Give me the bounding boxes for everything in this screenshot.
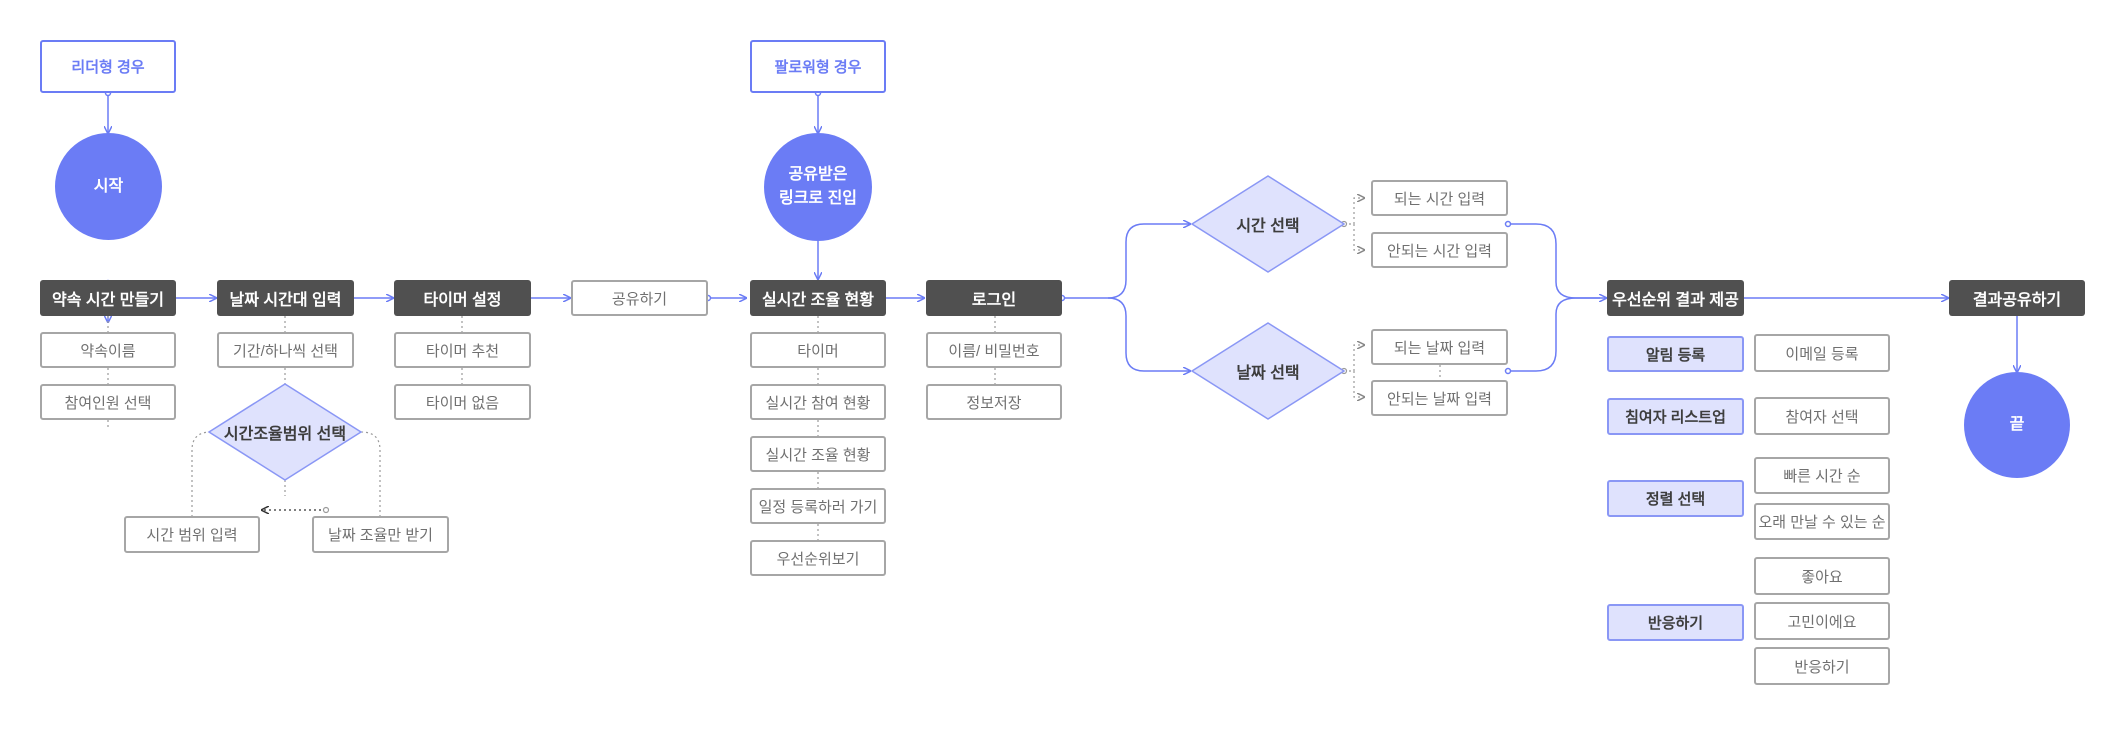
realtime-participation-node: 실시간 참여 현황 (750, 384, 886, 420)
time-select-label: 시간 선택 (1236, 218, 1300, 235)
share-result-node: 결과공유하기 (1949, 280, 2085, 316)
worry-node: 고민이에요 (1754, 602, 1890, 640)
long-meet-node: 오래 만날 수 있는 순 (1754, 503, 1890, 540)
login-node: 로그인 (926, 280, 1062, 316)
participants-select-node: 참여인원 선택 (40, 384, 176, 420)
shared-link-label: 공유받은 링크로 진입 (778, 166, 858, 207)
range-select-label: 시간조율범위 선택 (223, 426, 347, 443)
date-ok-node: 되는 날짜 입력 (1371, 329, 1508, 365)
end-node: 끝 (1964, 372, 2070, 478)
create-appointment-node: 약속 시간 만들기 (40, 280, 176, 316)
participant-list-node: 침여자 리스트업 (1607, 398, 1744, 435)
share-node: 공유하기 (571, 280, 708, 316)
time-select-diamond (1190, 175, 1346, 273)
period-select-node: 기간/하나씩 선택 (217, 332, 354, 368)
priority-view-node: 우선순위보기 (750, 540, 886, 576)
appointment-name-node: 약속이름 (40, 332, 176, 368)
date-select-label: 날짜 선택 (1236, 365, 1300, 382)
schedule-register-node: 일정 등록하러 가기 (750, 488, 886, 524)
start-node: 시작 (55, 133, 162, 240)
sort-node: 정렬 선택 (1607, 480, 1744, 517)
leader-case-label: 리더형 경우 (40, 40, 176, 93)
fast-time-node: 빠른 시간 순 (1754, 457, 1890, 494)
time-range-input-node: 시간 범위 입력 (124, 516, 260, 553)
save-info-node: 정보저장 (926, 384, 1062, 420)
date-no-node: 안되는 날짜 입력 (1371, 380, 1508, 416)
timer-recommend-node: 타이머 추천 (394, 332, 531, 368)
priority-result-node: 우선순위 결과 제공 (1607, 280, 1744, 316)
notify-node: 알림 등록 (1607, 336, 1744, 372)
realtime-status-node: 실시간 조율 현황 (750, 280, 886, 316)
react-option-node: 반응하기 (1754, 647, 1890, 685)
range-select-diamond (207, 383, 363, 481)
realtime-status-sub-node: 실시간 조율 현황 (750, 436, 886, 472)
name-password-node: 이름/ 비밀번호 (926, 332, 1062, 368)
participant-select-node: 참여자 선택 (1754, 397, 1890, 435)
no-timer-node: 타이머 없음 (394, 384, 531, 420)
date-time-input-node: 날짜 시간대 입력 (217, 280, 354, 316)
time-ok-node: 되는 시간 입력 (1371, 180, 1508, 216)
timer-setting-node: 타이머 설정 (394, 280, 531, 316)
time-no-node: 안되는 시간 입력 (1371, 232, 1508, 268)
email-register-node: 이메일 등록 (1754, 334, 1890, 372)
like-node: 좋아요 (1754, 557, 1890, 595)
follower-case-label: 팔로워형 경우 (750, 40, 886, 93)
timer-node: 타이머 (750, 332, 886, 368)
date-select-diamond (1190, 322, 1346, 420)
react-node: 반응하기 (1607, 604, 1744, 641)
date-only-node: 날짜 조율만 받기 (312, 516, 449, 553)
shared-link-node: 공유받은 링크로 진입 (764, 133, 872, 241)
